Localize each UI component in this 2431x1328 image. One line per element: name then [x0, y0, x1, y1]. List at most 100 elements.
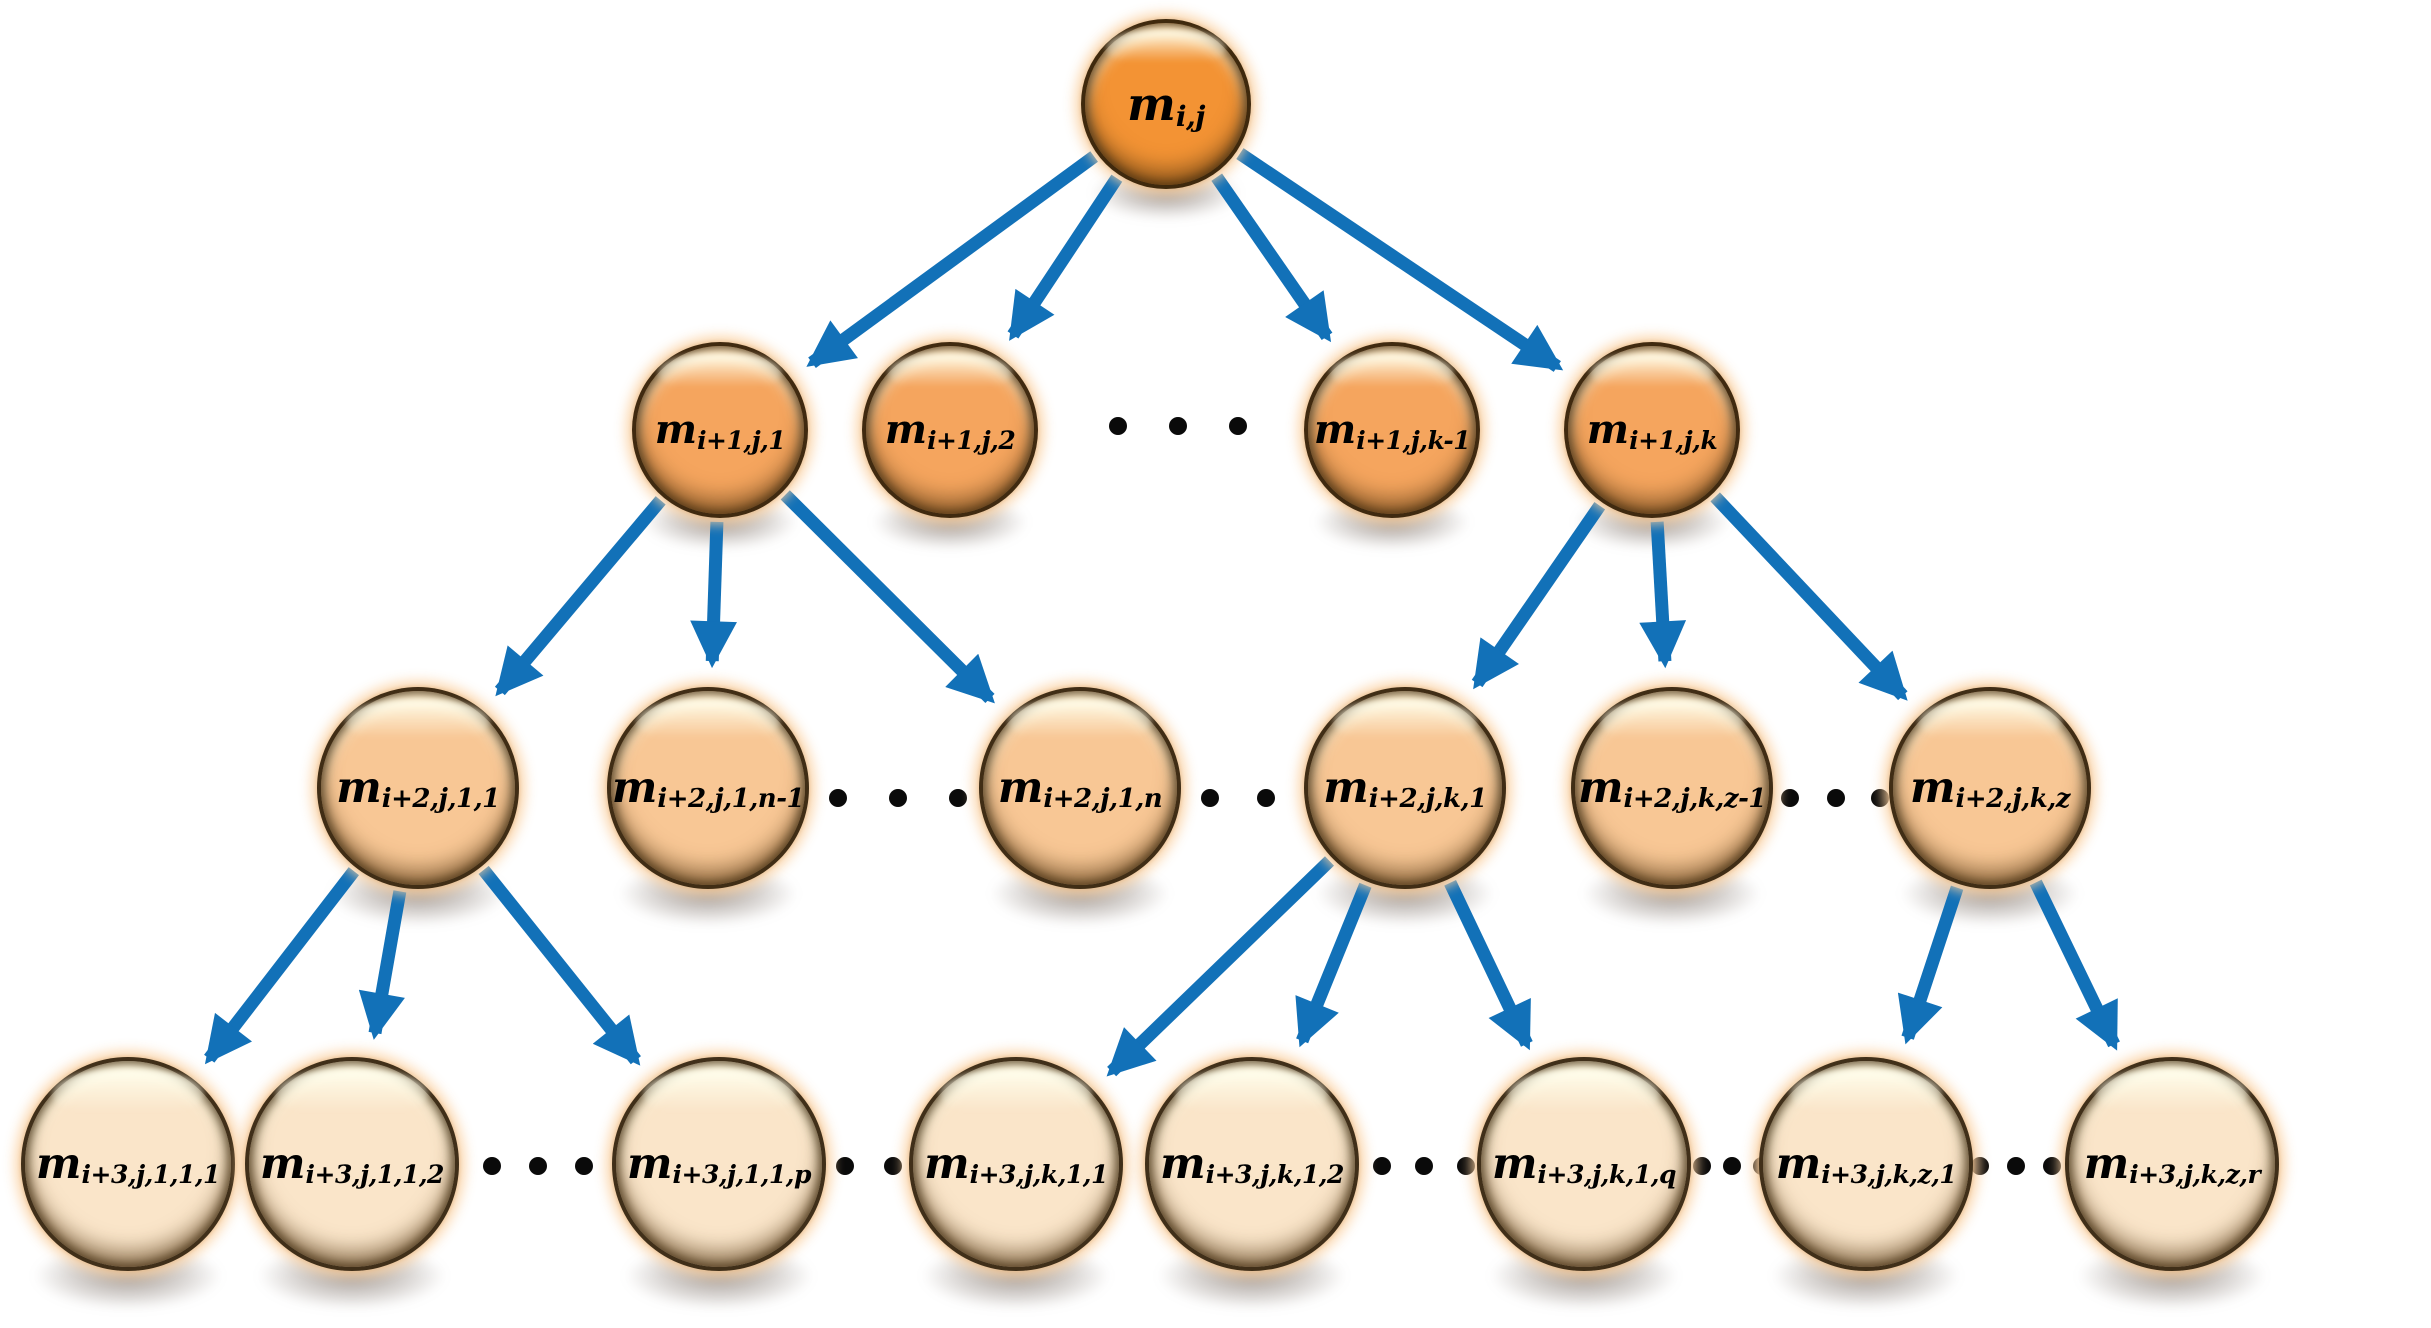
ellipsis-dot [2007, 1157, 2025, 1175]
tree-node-m_i3_j_k_z_r: mi+3,j,k,z,r [2065, 1057, 2279, 1271]
tree-node-m_i2_j_k_1: mi+2,j,k,1 [1304, 687, 1506, 889]
tree-edge-arrow [690, 521, 737, 669]
node-label-base: m [884, 406, 927, 453]
node-label: mi+3,j,k,1,2 [1160, 1142, 1345, 1189]
node-label-subscript: i,j [1175, 100, 1206, 134]
node-label-base: m [1578, 762, 1623, 813]
node-label-base: m [2083, 1138, 2129, 1189]
ellipsis-dot [1693, 1157, 1711, 1175]
tree-edge-arrow [358, 890, 407, 1040]
node-label-subscript: i+1,j,2 [927, 425, 1016, 455]
ellipsis-dot [529, 1157, 547, 1175]
node-label: mi,j [1127, 81, 1205, 131]
node-label-subscript: i+2,j,1,n-1 [657, 784, 805, 815]
tree-node-m_i3_j_k_1_q: mi+3,j,k,1,q [1477, 1057, 1691, 1271]
node-label: mi+3,j,k,1,q [1492, 1142, 1677, 1189]
node-label-base: m [997, 762, 1043, 813]
node-label: mi+2,j,k,z [1910, 766, 2071, 812]
ellipsis-dot [1229, 417, 1247, 435]
ellipsis-dot [1827, 789, 1845, 807]
tree-node-m_i3_j_k_1_2: mi+3,j,k,1,2 [1145, 1057, 1359, 1271]
node-label: mi+1,j,2 [885, 410, 1016, 453]
node-label-base: m [1775, 1138, 1821, 1189]
tree-node-m_i3_j_k_1_1: mi+3,j,k,1,1 [909, 1057, 1123, 1271]
ellipsis-dot [2043, 1157, 2061, 1175]
node-label-base: m [1160, 1138, 1205, 1189]
node-label-subscript: i+2,j,k,z-1 [1623, 784, 1767, 815]
tree-edge-arrow [1295, 882, 1372, 1048]
tree-node-m_ij: mi,j [1081, 19, 1251, 189]
ellipsis-dot [1373, 1157, 1391, 1175]
node-label-subscript: i+2,j,k,z [1955, 784, 2071, 815]
tree-edge-arrow [494, 496, 666, 697]
ellipsis-dot [836, 1157, 854, 1175]
ellipsis-dot [1871, 789, 1889, 807]
tree-node-m_i1_j_k: mi+1,j,k [1564, 342, 1740, 518]
ellipsis-dot [889, 789, 907, 807]
tree-edge-arrow [204, 867, 360, 1065]
node-label-subscript: i+3,j,k,1,1 [969, 1160, 1109, 1189]
node-label: mi+1,j,1 [655, 410, 786, 453]
tree-edge-arrow [1897, 885, 1964, 1045]
ellipsis-dot [949, 789, 967, 807]
tree-edge-arrow [1236, 148, 1564, 372]
ellipsis-dot [1257, 789, 1275, 807]
node-label-base: m [1492, 1138, 1537, 1189]
tree-node-m_i3_j_k_z_1: mi+3,j,k,z,1 [1759, 1057, 1973, 1271]
node-label-subscript: i+3,j,k,1,2 [1205, 1160, 1345, 1189]
node-label: mi+3,j,1,1,p [627, 1142, 812, 1189]
node-label-base: m [1586, 406, 1629, 453]
node-label: mi+3,j,k,z,r [2084, 1142, 2261, 1189]
ellipsis-dot [575, 1157, 593, 1175]
tree-node-m_i2_j_k_zm1: mi+2,j,k,z-1 [1571, 687, 1773, 889]
tree-edge-arrow [1106, 856, 1335, 1077]
node-label-base: m [36, 1138, 81, 1189]
node-label: mi+1,j,k-1 [1314, 410, 1471, 453]
tree-node-m_i3_j_1_1_2: mi+3,j,1,1,2 [245, 1057, 459, 1271]
node-label: mi+2,j,1,n-1 [612, 766, 805, 812]
node-label: mi+2,j,k,z-1 [1578, 766, 1766, 812]
node-label-subscript: i+2,j,1,1 [381, 784, 501, 815]
node-label-base: m [260, 1138, 305, 1189]
tree-node-m_i2_j_1_nm1: mi+2,j,1,n-1 [607, 687, 809, 889]
ellipsis-dot [1781, 789, 1799, 807]
node-label: mi+2,j,1,n [998, 766, 1163, 812]
node-label: mi+1,j,k [1587, 410, 1718, 453]
ellipsis-dot [1723, 1157, 1741, 1175]
node-label-subscript: i+1,j,k-1 [1356, 425, 1471, 455]
node-label-base: m [611, 762, 657, 813]
node-label-base: m [654, 406, 697, 453]
node-label-base: m [1909, 762, 1955, 813]
node-label: mi+3,j,1,1,1 [36, 1142, 221, 1189]
node-label: mi+3,j,k,1,1 [924, 1142, 1109, 1189]
tree-edge-arrow [2029, 879, 2120, 1051]
ellipsis-dot [1415, 1157, 1433, 1175]
tree-edge-arrow [806, 151, 1098, 368]
node-label-subscript: i+2,j,k,1 [1368, 784, 1487, 815]
tree-node-m_i3_j_1_1_1: mi+3,j,1,1,1 [21, 1057, 235, 1271]
tree-edge-arrow [1007, 174, 1123, 341]
ellipsis-dot [1457, 1157, 1475, 1175]
node-label-subscript: i+3,j,k,z,1 [1821, 1160, 1957, 1189]
tree-edge-arrow [780, 490, 995, 704]
tree-edge-arrow [1639, 521, 1687, 669]
node-label-subscript: i+3,j,1,1,p [672, 1160, 812, 1189]
node-label-subscript: i+1,j,1 [697, 425, 786, 455]
ellipsis-dot [1971, 1157, 1989, 1175]
ellipsis-dot [884, 1157, 902, 1175]
ellipsis-dot [1169, 417, 1187, 435]
node-label-subscript: i+3,j,k,z,r [2129, 1160, 2261, 1189]
node-label-subscript: i+3,j,k,1,q [1537, 1160, 1677, 1189]
node-label-base: m [1313, 406, 1356, 453]
ellipsis-dot [483, 1157, 501, 1175]
node-label-subscript: i+3,j,1,1,1 [81, 1160, 221, 1189]
tree-edge-arrow [1710, 492, 1908, 701]
node-label-base: m [924, 1138, 969, 1189]
node-label: mi+2,j,k,1 [1323, 766, 1487, 812]
node-label: mi+2,j,1,1 [336, 766, 500, 812]
ellipsis-dot [1201, 789, 1219, 807]
tree-edge-arrow [1444, 880, 1533, 1051]
tree-node-m_i1_j_2: mi+1,j,2 [862, 342, 1038, 518]
node-label: mi+3,j,1,1,2 [260, 1142, 444, 1187]
